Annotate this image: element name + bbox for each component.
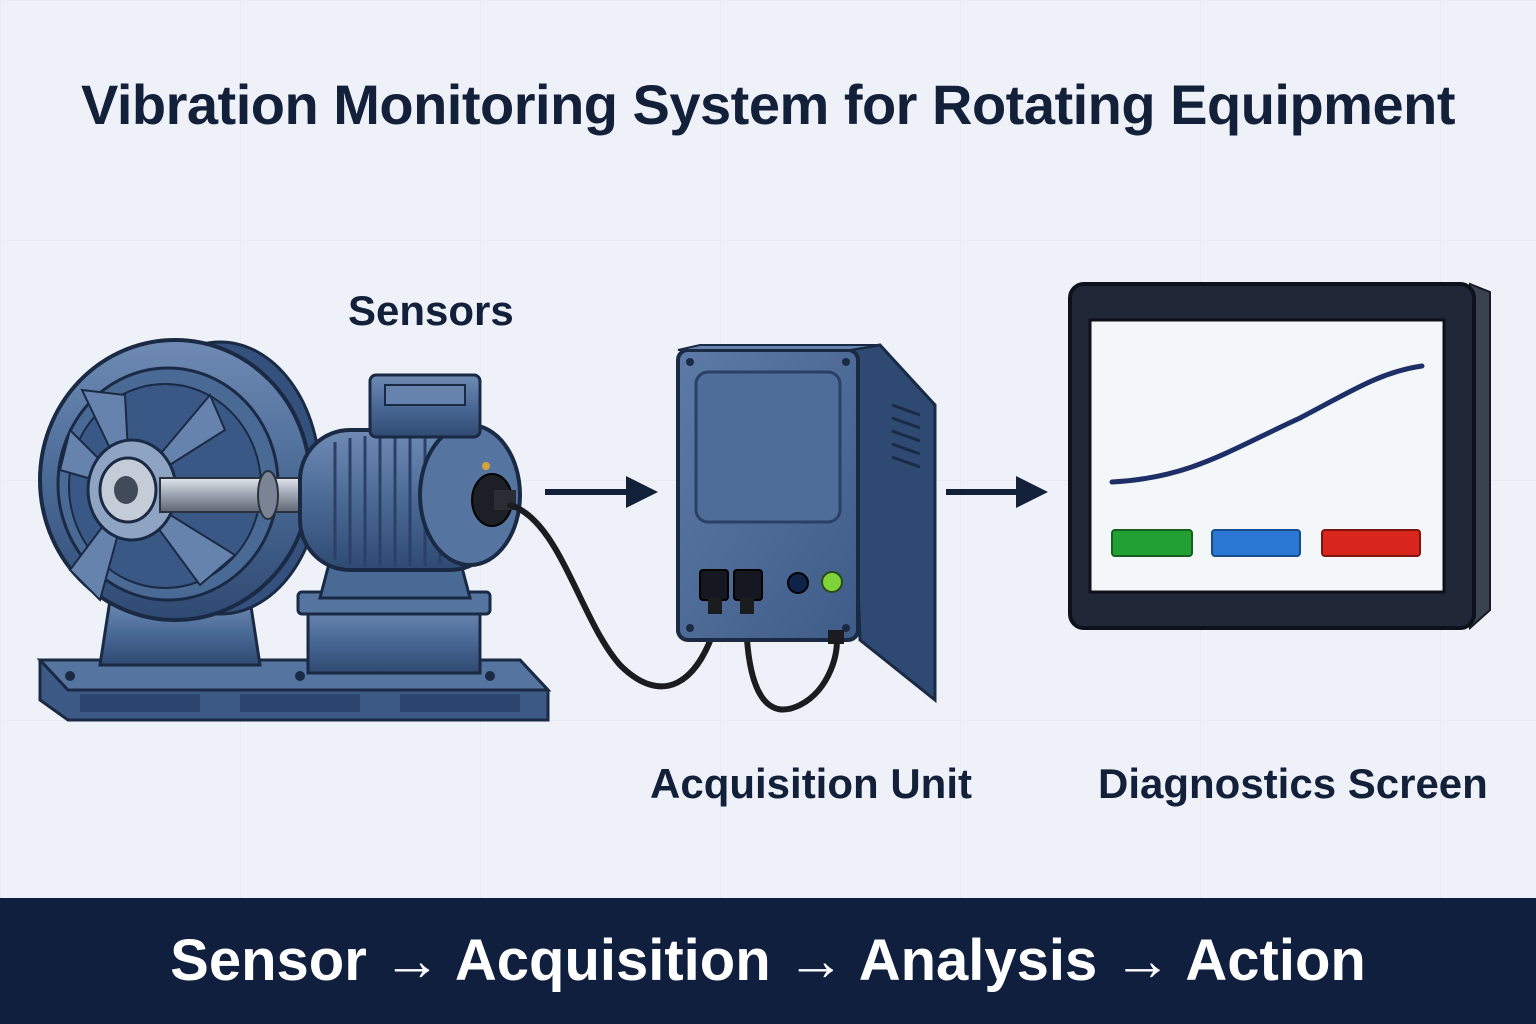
monitor-icon — [1068, 282, 1491, 631]
arrow-right-icon-2 — [946, 476, 1048, 508]
acquisition-box-icon — [676, 343, 937, 704]
page-title: Vibration Monitoring System for Rotating… — [81, 73, 1455, 136]
trend-line — [1109, 363, 1425, 485]
motor-icon — [296, 373, 522, 675]
status-indicator-red — [1321, 529, 1421, 557]
base-plate — [36, 658, 552, 722]
footer-banner: Sensor → Acquisition → Analysis → Action — [0, 898, 1536, 1024]
process-flow-text: Sensor → Acquisition → Analysis → Action — [170, 928, 1366, 993]
shaft — [159, 477, 311, 513]
machine-assembly — [36, 338, 552, 722]
acquisition-unit-label: Acquisition Unit — [650, 760, 972, 807]
status-indicator-blue — [1211, 529, 1301, 557]
sensors-label: Sensors — [348, 287, 514, 334]
diagnostics-screen-label: Diagnostics Screen — [1098, 760, 1488, 807]
sensor-cable — [507, 502, 840, 713]
status-indicator-green — [1111, 529, 1193, 557]
arrow-right-icon — [545, 476, 658, 508]
